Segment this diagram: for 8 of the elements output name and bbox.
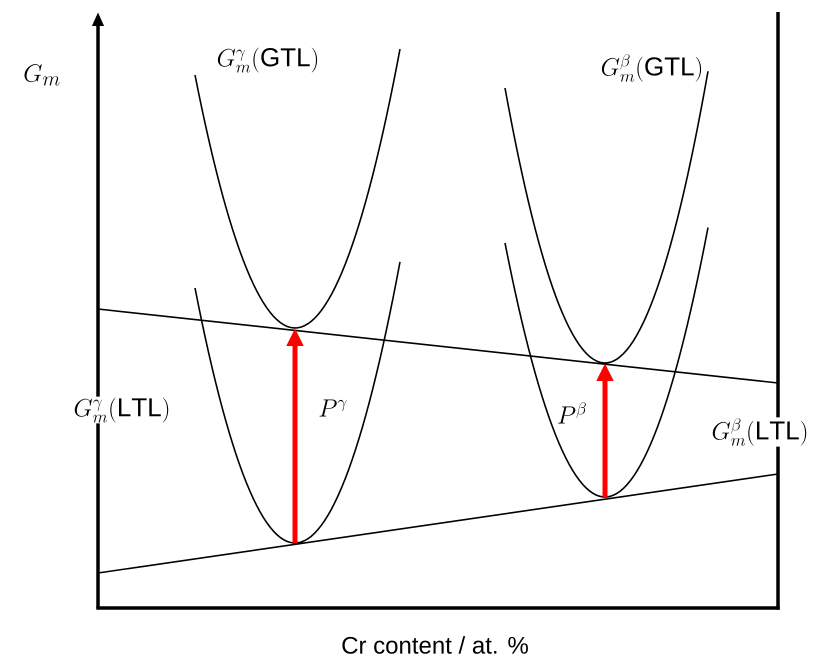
curve-label: $G_m^{\gamma}(\mathrm{LTL})$ xyxy=(72,396,172,424)
axis-label: Cr content / at. % xyxy=(342,636,528,654)
axis-label: $G_m$ xyxy=(24,64,60,86)
curve-label: $G_m^{\beta}(\mathrm{GTL})$ xyxy=(602,54,702,82)
difference-label: $P^{\gamma}$ xyxy=(320,400,347,416)
difference-label: $P^{\beta}$ xyxy=(558,402,586,424)
curve-label: $G_m^{\gamma}(\mathrm{GTL})$ xyxy=(218,48,318,73)
curve-label: $G_m^{\beta}(\mathrm{LTL})$ xyxy=(710,417,810,447)
